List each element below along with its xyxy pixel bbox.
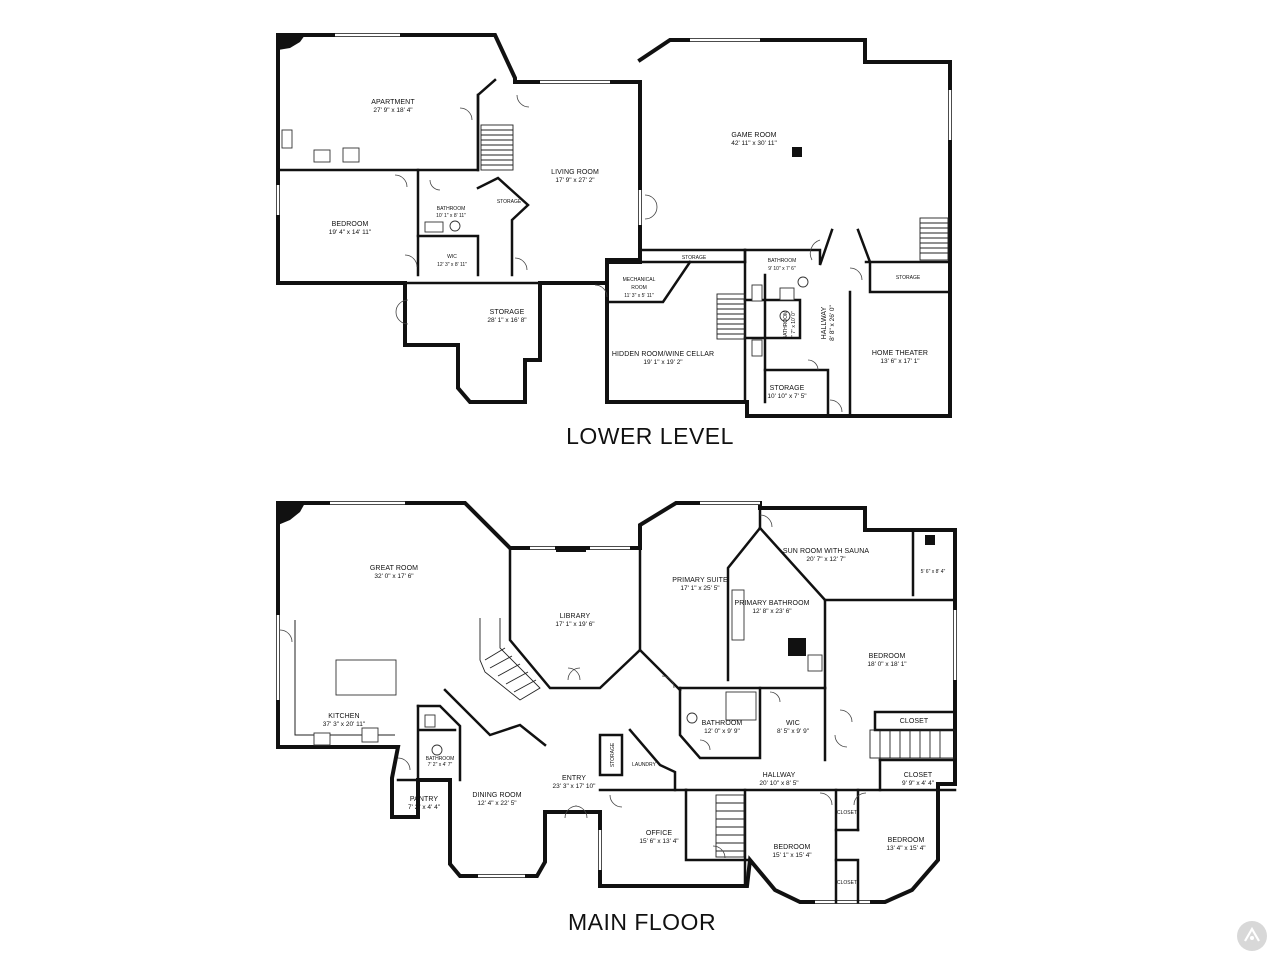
room-hallway-name: HALLWAY <box>821 306 828 339</box>
room-bedroom-name: BEDROOM <box>332 221 369 228</box>
room-entry-name: ENTRY <box>562 775 586 782</box>
room-bathroom-name: BATHROOM <box>702 720 743 727</box>
room-primary-suite-dim: 17' 1" x 25' 5" <box>680 585 720 592</box>
room-storage-small-dim: 10' 10" x 7' 5" <box>767 393 807 400</box>
room-sunroom-side-dim: 5' 6" x 8' 4" <box>921 569 946 575</box>
room-storage-big-name: STORAGE <box>490 309 525 316</box>
lower-level-title: LOWER LEVEL <box>566 423 734 449</box>
room-kitchen-dim: 37' 3" x 20' 11" <box>323 721 366 728</box>
room-closet-b-name: CLOSET <box>837 880 857 886</box>
room-bathroom1-name: BATHROOM <box>437 206 466 212</box>
room-bathroom3-name: BATHROOM <box>783 311 789 340</box>
room-bedroom1-name: BEDROOM <box>869 653 906 660</box>
room-hallway-name: HALLWAY <box>763 772 796 779</box>
agent-logo-icon <box>1237 921 1267 951</box>
room-bedroom2-dim: 15' 1" x 15' 4" <box>772 852 812 859</box>
room-laundry-name: LAUNDRY <box>632 762 656 768</box>
room-pantry-name: PANTRY <box>410 796 439 803</box>
room-dining-name: DINING ROOM <box>472 792 521 799</box>
room-sunroom-dim: 20' 7" x 12' 7" <box>806 556 846 563</box>
room-storage-big-dim: 28' 1" x 16' 8" <box>487 317 527 324</box>
room-bathroom3-dim: 7' 7" x 10' 0" <box>791 311 797 339</box>
room-library-name: LIBRARY <box>560 613 591 620</box>
room-wic-dim: 8' 5" x 9' 9" <box>777 728 810 735</box>
room-bedroom2-name: BEDROOM <box>774 844 811 851</box>
room-storage-small-name: STORAGE <box>770 385 805 392</box>
room-apartment-dim: 27' 9" x 18' 4" <box>373 107 413 114</box>
lower-level-plan <box>276 33 952 418</box>
room-wic-dim: 12' 3" x 8' 11" <box>437 262 467 268</box>
room-dining-dim: 12' 4" x 22' 5" <box>477 800 517 807</box>
room-closet2-dim: 9' 9" x 4' 4" <box>902 780 935 787</box>
room-hidden-name: HIDDEN ROOM/WINE CELLAR <box>612 351 714 358</box>
room-hidden-dim: 19' 1" x 19' 2" <box>643 359 683 366</box>
room-bathroom2-name: BATHROOM <box>768 258 797 264</box>
room-great-dim: 32' 0" x 17' 6" <box>374 573 414 580</box>
room-mechanical-name: MECHANICAL <box>623 277 656 283</box>
room-great-name: GREAT ROOM <box>370 565 418 572</box>
room-wic-name: WIC <box>447 254 457 260</box>
room-primary-suite-name: PRIMARY SUITE <box>672 577 728 584</box>
room-bathroom1-dim: 10' 1" x 8' 11" <box>436 213 466 219</box>
room-office-name: OFFICE <box>646 830 672 837</box>
room-living-dim: 17' 9" x 27' 2" <box>555 177 595 184</box>
main-floor-labels: GREAT ROOM 32' 0" x 17' 6" KITCHEN 37' 3… <box>323 548 946 886</box>
main-floor-title: MAIN FLOOR <box>568 909 716 935</box>
room-kitchen-name: KITCHEN <box>328 713 359 720</box>
room-bedroom3-name: BEDROOM <box>888 837 925 844</box>
room-wic-name: WIC <box>786 720 800 727</box>
lower-level-labels: APARTMENT 27' 9" x 18' 4" BEDROOM 19' 4"… <box>329 99 928 400</box>
room-library-dim: 17' 1" x 19' 6" <box>555 621 595 628</box>
room-storage-stair-name: STORAGE <box>497 199 522 205</box>
room-storage-right-name: STORAGE <box>896 275 921 281</box>
room-theater-name: HOME THEATER <box>872 350 928 357</box>
room-game-name: GAME ROOM <box>731 132 776 139</box>
main-floor-plan <box>276 501 957 904</box>
room-primary-bath-dim: 12' 8" x 23' 6" <box>752 608 792 615</box>
room-closet-a-name: CLOSET <box>837 810 857 816</box>
room-storage-top-name: STORAGE <box>682 255 707 261</box>
room-mechanical-name2: ROOM <box>631 285 647 291</box>
room-closet2-name: CLOSET <box>904 772 933 779</box>
room-closet1-name: CLOSET <box>900 718 929 725</box>
room-bathroom2-dim: 9' 10" x 7' 6" <box>768 266 796 272</box>
room-half-bath-dim: 7' 2" x 4' 7" <box>428 762 453 768</box>
room-bedroom-dim: 19' 4" x 14' 11" <box>329 229 372 236</box>
room-bedroom3-dim: 13' 4" x 15' 4" <box>886 845 926 852</box>
room-sunroom-name: SUN ROOM WITH SAUNA <box>783 548 870 555</box>
room-theater-dim: 13' 6" x 17' 1" <box>880 358 920 365</box>
room-bedroom1-dim: 18' 0" x 18' 1" <box>867 661 907 668</box>
room-mechanical-dim: 11' 3" x 5' 11" <box>624 293 654 299</box>
room-half-bath-name: BATHROOM <box>426 756 455 762</box>
room-entry-dim: 23' 3" x 17' 10" <box>553 783 597 790</box>
room-apartment-name: APARTMENT <box>371 99 415 106</box>
room-storage-name: STORAGE <box>610 742 616 767</box>
room-office-dim: 15' 6" x 13' 4" <box>639 838 679 845</box>
room-primary-bath-name: PRIMARY BATHROOM <box>734 600 809 607</box>
room-hallway-dim: 20' 10" x 8' 5" <box>759 780 799 787</box>
room-hallway-dim: 8' 8" x 26' 0" <box>829 304 836 340</box>
room-bathroom-dim: 12' 0" x 9' 9" <box>704 728 740 735</box>
room-living-name: LIVING ROOM <box>551 169 599 176</box>
room-game-dim: 42' 11" x 30' 11" <box>731 140 777 147</box>
room-pantry-dim: 7' 2" x 4' 4" <box>408 804 441 811</box>
